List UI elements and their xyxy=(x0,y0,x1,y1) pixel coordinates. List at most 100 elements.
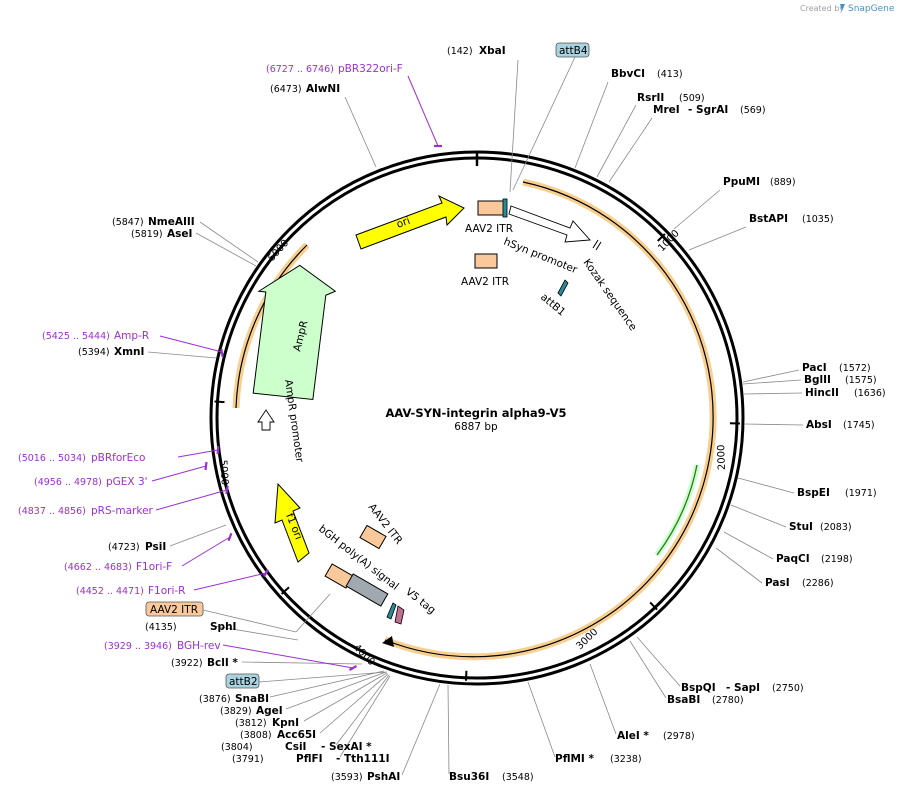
site-labels: XbaI(142)BbvCI(413)RsrII(509)MreI- SgrAI… xyxy=(18,45,886,783)
site-name[interactable]: Acc65I xyxy=(277,729,316,741)
attb4-box[interactable] xyxy=(555,42,590,58)
primer-leader-line xyxy=(151,465,207,482)
primer-name[interactable]: Amp-R xyxy=(114,330,149,342)
site-name-extra[interactable]: - SapI xyxy=(726,682,760,694)
bgh-feature[interactable] xyxy=(345,573,389,607)
f1-ori-feature[interactable] xyxy=(274,482,310,563)
attb4-feature[interactable] xyxy=(502,198,508,218)
site-name[interactable]: AleI * xyxy=(617,730,649,742)
tick-mark xyxy=(280,586,290,595)
site-name[interactable]: AlwNI xyxy=(306,83,340,95)
primer-leader-line xyxy=(222,644,354,669)
aav2-itr-inner[interactable] xyxy=(474,253,498,269)
attb1-feature[interactable] xyxy=(557,279,569,297)
aav2-itr-low[interactable] xyxy=(359,524,387,550)
site-name[interactable]: BglII xyxy=(804,374,831,386)
site-name[interactable]: AseI xyxy=(167,228,192,240)
kozak-feature-1[interactable] xyxy=(592,239,599,249)
site-name-extra[interactable]: - SgrAI xyxy=(688,104,728,116)
hsyn-promoter-feature[interactable] xyxy=(508,205,591,243)
site-name[interactable]: MreI xyxy=(653,104,680,116)
aav2-itr-box[interactable] xyxy=(145,601,204,617)
site-position: (3593) xyxy=(331,772,363,783)
primer-name[interactable]: pBR322ori-F xyxy=(338,63,403,75)
site-leader-line xyxy=(715,547,763,584)
ori-feature[interactable] xyxy=(355,194,465,250)
primer-name[interactable]: pGEX 3' xyxy=(106,476,148,488)
site-name-extra[interactable]: - SexAI * xyxy=(321,741,372,753)
site-name[interactable]: PflFI xyxy=(296,753,323,765)
primer-leader-line xyxy=(155,489,228,511)
primer-mark xyxy=(204,461,208,471)
site-leader-line xyxy=(169,524,227,547)
site-name[interactable]: PacI xyxy=(802,362,827,374)
site-name[interactable]: PsiI xyxy=(145,541,166,553)
v5-tag-feature[interactable] xyxy=(394,605,405,625)
site-leader-line xyxy=(147,351,217,359)
kozak-feature-2[interactable] xyxy=(595,241,602,251)
site-name[interactable]: RsrII xyxy=(637,92,664,104)
site-position: (3829) xyxy=(220,706,252,717)
site-name[interactable]: Bsu36I xyxy=(449,771,489,783)
primer-leader-line xyxy=(159,335,223,353)
site-name[interactable]: BstAPI xyxy=(749,213,788,225)
site-name[interactable]: BspQI xyxy=(681,682,716,694)
aav2-itr-top[interactable] xyxy=(477,200,505,216)
ampr-promoter-feature[interactable] xyxy=(257,409,275,431)
v5-tag-label: V5 tag xyxy=(403,586,438,617)
site-position: (1035) xyxy=(802,214,834,225)
site-name[interactable]: StuI xyxy=(789,521,813,533)
snapgene-logo-icon xyxy=(840,4,845,11)
primer-name[interactable]: pBRforEco xyxy=(91,452,145,464)
site-name[interactable]: PflMI * xyxy=(555,753,594,765)
site-position: (3876) xyxy=(199,694,231,705)
site-name[interactable]: BbvCI xyxy=(611,68,645,80)
primer-position: (4837 .. 4856) xyxy=(18,506,86,517)
site-name[interactable]: PpuMI xyxy=(723,176,760,188)
primer-position: (4956 .. 4978) xyxy=(34,477,102,488)
site-position: (1572) xyxy=(839,363,871,374)
primer-name[interactable]: BGH-rev xyxy=(177,640,221,652)
site-name[interactable]: AgeI xyxy=(256,705,283,717)
site-name[interactable]: PshAI xyxy=(367,771,400,783)
site-name[interactable]: XbaI xyxy=(479,45,506,57)
site-name[interactable]: PasI xyxy=(765,577,790,589)
tick-mark xyxy=(657,233,666,242)
primer-name[interactable]: pRS-marker xyxy=(91,505,154,517)
site-name[interactable]: NmeAIII xyxy=(148,216,195,228)
site-name[interactable]: SphI xyxy=(210,621,236,633)
site-leader-line xyxy=(743,392,803,395)
site-name[interactable]: BclI * xyxy=(207,657,238,669)
attb2-feature[interactable] xyxy=(386,602,397,620)
primer-position: (5016 .. 5034) xyxy=(18,453,86,464)
site-name[interactable]: CsiI xyxy=(285,741,306,753)
primer-mark xyxy=(227,532,233,542)
site-position: (2978) xyxy=(663,731,695,742)
site-name[interactable]: HincII xyxy=(805,387,839,399)
primer-mark xyxy=(220,348,224,358)
site-leader-line xyxy=(269,670,385,698)
site-name[interactable]: BsaBI xyxy=(667,694,700,706)
site-leader-line xyxy=(743,423,804,426)
site-position: (2750) xyxy=(772,683,804,694)
site-name[interactable]: BspEI xyxy=(797,487,830,499)
site-name[interactable]: XmnI xyxy=(114,346,144,358)
site-name[interactable]: PaqCI xyxy=(776,553,810,565)
site-name[interactable]: AbsI xyxy=(806,419,832,431)
primer-name[interactable]: F1ori-R xyxy=(148,585,185,597)
site-leader-line xyxy=(673,189,721,230)
site-position: (3922) xyxy=(171,658,203,669)
attb2-box[interactable] xyxy=(225,673,260,689)
primer-mark xyxy=(263,568,269,578)
primer-name[interactable]: F1ori-F xyxy=(136,561,172,573)
ampr-feature[interactable] xyxy=(248,261,337,401)
site-name[interactable]: SnaBI xyxy=(235,693,269,705)
site-position: (3808) xyxy=(240,730,272,741)
credit-prefix: Created by xyxy=(800,4,844,13)
site-position: (4135) xyxy=(145,622,177,633)
site-name-extra[interactable]: - Tth111I xyxy=(336,753,390,765)
site-name[interactable]: KpnI xyxy=(272,717,299,729)
tick-label: 5000 xyxy=(217,459,230,485)
site-leader-line xyxy=(737,477,795,494)
site-leader-line xyxy=(608,117,653,183)
